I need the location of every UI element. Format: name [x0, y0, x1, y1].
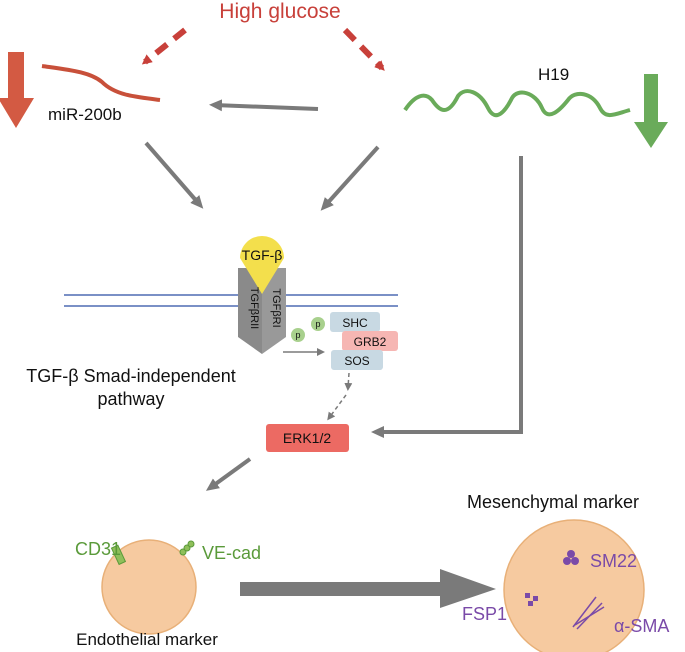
tgfbri-receptor: [262, 268, 286, 354]
lncrna-label: H19: [538, 65, 569, 84]
ve-cad-label: VE-cad: [202, 543, 261, 563]
fsp1-marker-icon: [525, 593, 530, 598]
h19-down-arrow-icon: [634, 74, 668, 148]
sm22-marker-icon: [567, 550, 575, 558]
fsp1-label: FSP1: [462, 604, 507, 624]
h19-to-receptor-arrow: [320, 145, 380, 211]
receptor-right-label: TGFβRI: [270, 288, 282, 327]
shc-label: SHC: [342, 316, 368, 330]
mesenchymal-cell: [503, 519, 645, 652]
phospho-label: p: [315, 319, 320, 329]
h19-strand: [403, 89, 631, 118]
ve-cad-marker-icon: [187, 540, 195, 548]
transition-arrow: [240, 569, 496, 608]
sos-to-erk-arrow: [327, 394, 347, 421]
grb2-box: [342, 331, 398, 351]
erk-label: ERK1/2: [283, 430, 331, 446]
mirna-down-arrow-icon: [0, 52, 34, 128]
fsp1-marker-icon: [528, 601, 533, 606]
sos-box: [331, 350, 383, 370]
h19-to-mirna-arrow: [209, 99, 319, 112]
glucose-to-mirna-arrow: [141, 27, 187, 65]
cd31-marker-icon: [110, 544, 127, 566]
pathway-label: pathway: [97, 389, 164, 409]
ligand-label: TGF-β: [242, 247, 283, 263]
shc-box: [330, 312, 380, 332]
alpha-sma-marker-icon: [572, 596, 597, 628]
fsp1-marker-icon: [533, 596, 538, 601]
tgfbrii-receptor: [238, 268, 262, 354]
mirna-to-receptor-arrow: [144, 141, 204, 209]
mirna-label: miR-200b: [48, 105, 122, 124]
alpha-sma-label: α-SMA: [614, 616, 669, 636]
phospho-icon: [291, 328, 305, 342]
alpha-sma-marker-icon: [574, 606, 605, 626]
stimulus-label: High glucose: [219, 0, 340, 23]
endothelial-caption: Endothelial marker: [76, 630, 218, 649]
sm22-marker-icon: [571, 557, 579, 565]
h19-to-erk-arrow: [371, 156, 523, 438]
sos-down-arrow: [344, 372, 353, 391]
receptor-left-label: TGFβRII: [248, 287, 260, 329]
sos-label: SOS: [344, 354, 369, 368]
sm22-marker-icon: [563, 557, 571, 565]
endothelial-cell: [101, 539, 197, 635]
tgf-beta-ligand: [240, 236, 284, 294]
ve-cad-marker-icon: [179, 548, 187, 556]
sm22-label: SM22: [590, 551, 637, 571]
pathway-label: TGF-β Smad-independent: [26, 366, 235, 386]
glucose-to-h19-arrow: [342, 27, 385, 71]
cd31-label: CD31: [75, 539, 121, 559]
ve-cad-marker-icon: [183, 544, 191, 552]
phospho-icon: [311, 317, 325, 331]
erk-box: [266, 424, 349, 452]
erk-to-cell-arrow: [205, 457, 252, 491]
mesenchymal-title: Mesenchymal marker: [467, 492, 639, 512]
grb2-label: GRB2: [354, 335, 387, 349]
mirna-strand: [41, 64, 161, 102]
phospho-label: p: [295, 330, 300, 340]
